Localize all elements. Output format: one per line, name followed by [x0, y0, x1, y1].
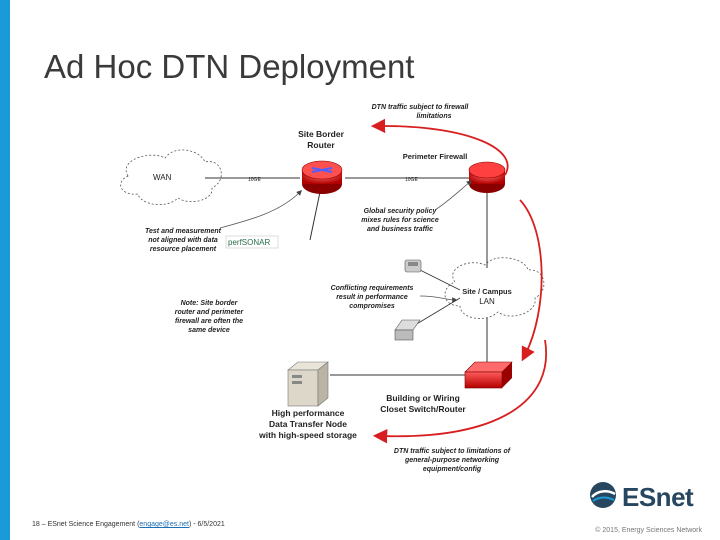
server-icon	[287, 361, 329, 407]
link-label-2: 10GE	[405, 177, 418, 183]
global-policy-2: mixes rules for science	[361, 217, 439, 224]
arrow-firewall-switch	[519, 199, 543, 362]
arrow-firewall-limit	[370, 118, 509, 176]
campus-lan-cloud	[444, 257, 545, 319]
arrow-conflicting	[419, 295, 458, 303]
perfsonar-label: perfSONAR	[228, 238, 270, 247]
conflicting-1: Conflicting requirements	[331, 285, 414, 292]
footer-email-link[interactable]: engage@es.net	[139, 521, 189, 528]
arrow-test-measurement	[219, 190, 302, 229]
esnet-logo-text: ESnet	[622, 482, 694, 512]
footer-left: 18 – ESnet Science Engagement (engage@es…	[32, 521, 225, 528]
firewall-icon	[468, 161, 506, 193]
footer-suffix: ) - 6/5/2021	[188, 521, 225, 528]
footer-prefix: 18 – ESnet Science Engagement (	[32, 521, 140, 528]
router-icon	[301, 160, 343, 194]
test-note-3: resource placement	[150, 246, 217, 253]
note-border-1: Note: Site border	[181, 300, 239, 307]
dtn-label-3: with high-speed storage	[258, 430, 357, 440]
switch-icon	[464, 361, 513, 389]
global-policy-1: Global security policy	[364, 208, 438, 215]
printer-icon	[394, 319, 421, 341]
switch-label-2: Closet Switch/Router	[380, 404, 466, 414]
general-note-1: DTN traffic subject to limitations of	[394, 448, 511, 455]
phone-icon	[404, 259, 422, 273]
note-border-4: same device	[188, 327, 230, 334]
router-label-2: Router	[307, 140, 335, 150]
conflicting-3: compromises	[349, 303, 395, 310]
firewall-note-2: limitations	[416, 113, 451, 120]
arrow-general-purpose	[372, 339, 548, 444]
router-perfsonar-link	[309, 191, 321, 241]
phone-lan-link	[419, 269, 461, 291]
dtn-label-1: High performance	[272, 408, 345, 418]
wan-label: WAN	[153, 173, 172, 182]
footer-copyright: © 2015, Energy Sciences Network	[595, 527, 702, 534]
firewall-note-1: DTN traffic subject to firewall	[372, 104, 470, 111]
campus-lan-label-2: LAN	[479, 297, 495, 306]
switch-label-1: Building or Wiring	[386, 393, 460, 403]
conflicting-2: result in performance	[336, 294, 408, 301]
campus-lan-label-1: Site / Campus	[462, 287, 512, 296]
accent-bar	[0, 0, 10, 540]
firewall-label: Perimeter Firewall	[403, 152, 468, 161]
test-note-1: Test and measurement	[145, 228, 222, 235]
note-border-3: firewall are often the	[175, 318, 243, 325]
printer-lan-link	[409, 297, 461, 329]
dtn-label-2: Data Transfer Node	[269, 419, 347, 429]
global-policy-3: and business traffic	[367, 226, 433, 233]
note-border-2: router and perimeter	[175, 309, 245, 316]
page-title: Ad Hoc DTN Deployment	[44, 48, 415, 85]
link-label-1: 10GE	[248, 177, 261, 183]
general-note-3: equipment/config	[423, 466, 482, 473]
test-note-2: not aligned with data	[148, 237, 218, 244]
router-label-1: Site Border	[298, 129, 345, 139]
wan-cloud	[120, 149, 222, 206]
arrow-global-policy	[434, 180, 473, 211]
perfsonar-logo	[225, 235, 279, 249]
general-note-2: general-purpose networking	[404, 457, 500, 464]
esnet-logo-icon	[590, 482, 616, 508]
